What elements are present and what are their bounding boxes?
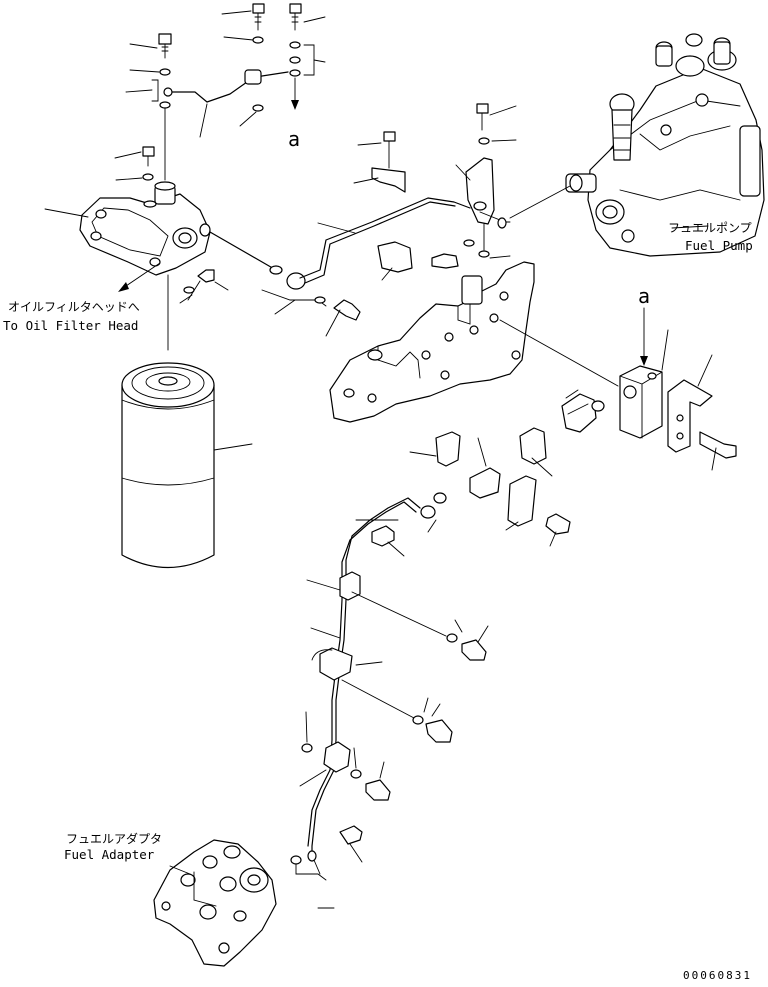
l-bracket (667, 354, 737, 471)
junction-block (619, 307, 669, 439)
plate-bolt (325, 299, 361, 337)
bolt-stack-top-right (289, 3, 326, 110)
oil-filter-head (44, 181, 211, 351)
fuel-pump-label-en: Fuel Pump (685, 238, 753, 253)
fuel-pump (509, 33, 765, 257)
fuel-sensor (561, 389, 605, 433)
fuel-adapter (153, 839, 277, 967)
pump-bracket-bolts (431, 103, 517, 269)
oil-filter-head-label-jp: オイルフィルタヘッドへ (8, 300, 140, 314)
filter-head-bolt (114, 146, 155, 181)
view-marker-a-right: a (638, 284, 650, 308)
main-fuel-tube (209, 197, 471, 315)
view-marker-a-top: a (288, 127, 300, 151)
head-bolt-small (179, 269, 229, 304)
oil-filter-head-label-en: To Oil Filter Head (3, 318, 138, 333)
bolt-stack-top-center (221, 3, 265, 127)
oil-filter-cartridge (121, 362, 253, 568)
drawing-number: 00060831 (683, 969, 752, 982)
upper-fuel-tube (163, 69, 289, 138)
fuel-pump-label-jp: フュエルポンプ (668, 221, 752, 235)
lower-fuel-tube (299, 497, 447, 862)
lower-bolts (290, 525, 489, 909)
oil-filter-head-callout (118, 262, 161, 292)
fitting-cluster (409, 427, 571, 547)
tube-clamps (353, 131, 413, 281)
bolt-stack-top-left (125, 33, 172, 181)
fuel-adapter-label-jp: フュエルアダプタ (66, 831, 162, 846)
mounting-plate (329, 261, 619, 423)
fuel-adapter-label-en: Fuel Adapter (64, 847, 155, 862)
